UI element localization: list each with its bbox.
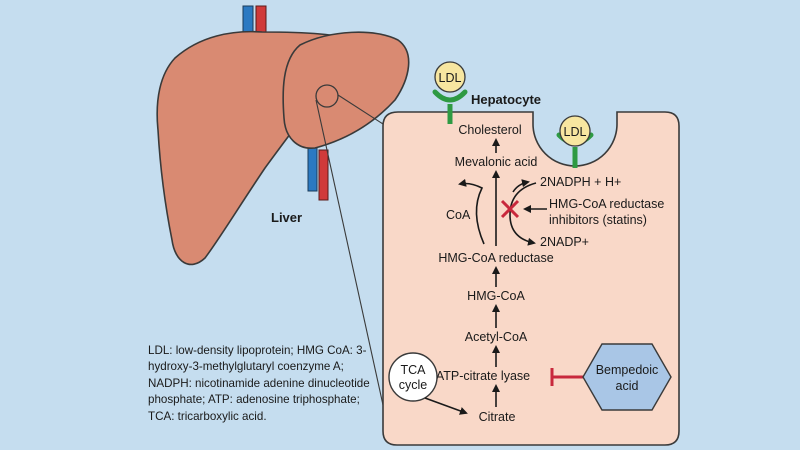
statins-label-2: inhibitors (statins) [549,213,647,227]
curve-coa-arrow [458,178,485,245]
cholesterol-label: Cholesterol [458,123,521,137]
curve-nadph-top [512,179,530,193]
drug-label-2: acid [616,379,639,393]
citrate-label: Citrate [479,410,516,424]
ldl-receptor-1 [432,89,468,103]
vessel-blue-bottom [307,144,318,192]
liver-label: Liver [271,210,302,225]
hmg-reductase-label: HMG-CoA reductase [438,251,553,265]
ldl-label-1: LDL [439,71,462,85]
vessel-red-bottom [318,149,329,201]
cell-title: Hepatocyte [471,92,541,107]
tca-cycle-circle [388,352,438,402]
liver-lobe [282,31,410,149]
hmg-coa-label: HMG-CoA [467,289,525,303]
tca-label-1: TCA [401,363,427,377]
bempedoic-acid-hexagon [582,343,672,411]
acl-label: ATP-citrate lyase [436,369,530,383]
abbreviations-footnote: LDL: low-density lipoprotein; HMG CoA: 3… [148,344,370,423]
zoom-line-top [337,94,384,125]
coa-label: CoA [446,208,471,222]
curve-nadph-arrow [509,182,537,246]
nadph-label: 2NADPH + H+ [540,175,621,189]
drug-label-1: Bempedoic [596,363,659,377]
zoom-circle [315,84,339,108]
arrow-tca-to-citrate [424,397,468,415]
mevalonic-acid-label: Mevalonic acid [455,155,538,169]
zoom-line-bottom [315,99,384,406]
nadp-label: 2NADP+ [540,235,589,249]
ldl-particle-1 [434,61,466,93]
ldl-label-2: LDL [564,125,587,139]
tca-label-2: cycle [399,378,428,392]
acetyl-coa-label: Acetyl-CoA [465,330,528,344]
statins-label-1: HMG-CoA reductase [549,197,664,211]
ldl-particle-2 [559,115,591,147]
statin-inhibition-x [500,199,520,219]
